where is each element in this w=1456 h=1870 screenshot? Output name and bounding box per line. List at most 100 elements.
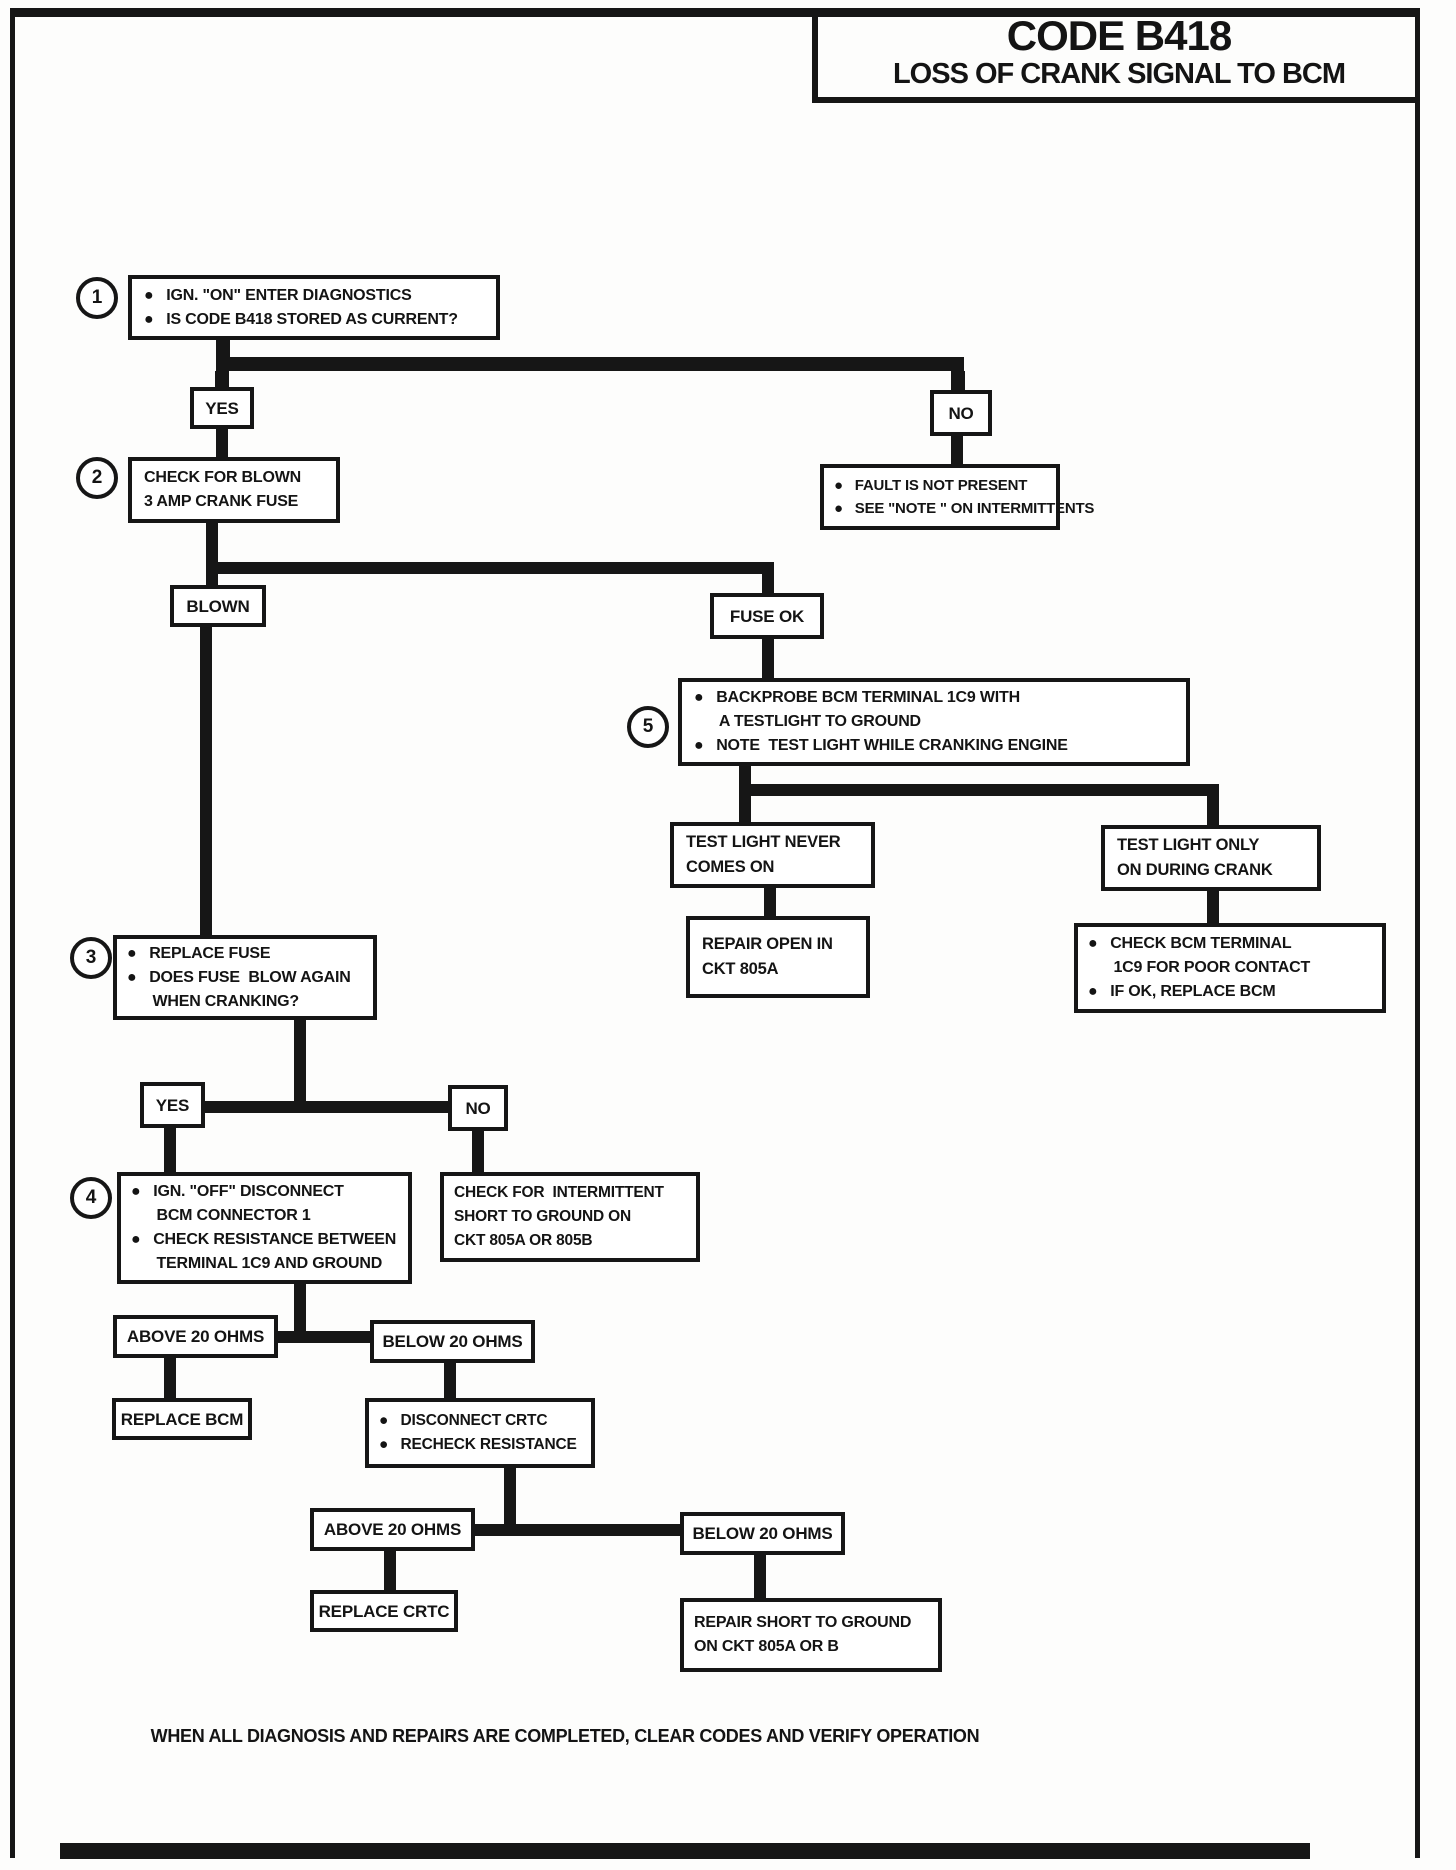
node-line: ● BACKPROBE BCM TERMINAL 1C9 WITH	[694, 689, 1020, 706]
connector	[754, 1554, 766, 1598]
node-line: ● RECHECK RESISTANCE	[379, 1436, 577, 1453]
node-fuse-ok: FUSE OK	[710, 593, 824, 639]
connector	[762, 638, 774, 678]
node-line: 3 AMP CRANK FUSE	[144, 493, 299, 510]
node-line: COMES ON	[686, 858, 775, 876]
node-label: REPLACE CRTC	[318, 1601, 450, 1621]
node-label: BELOW 20 OHMS	[382, 1332, 523, 1351]
node-line: TEST LIGHT ONLY	[1117, 836, 1260, 854]
step-number-5: 5	[627, 706, 669, 748]
step-number-label: 1	[91, 287, 103, 308]
connector	[472, 1130, 484, 1172]
node-line: TEST LIGHT NEVER	[686, 833, 841, 851]
connector	[504, 1468, 516, 1536]
footer-note: WHEN ALL DIAGNOSIS AND REPAIRS ARE COMPL…	[150, 1726, 980, 1746]
step-number-4: 4	[70, 1177, 112, 1219]
node-label: YES	[205, 398, 239, 418]
step-number-1: 1	[76, 277, 118, 319]
connector	[205, 1101, 448, 1113]
step-number-label: 5	[642, 716, 654, 737]
step-number-3: 3	[70, 937, 112, 979]
step-number-label: 2	[91, 467, 103, 488]
node-line: REPAIR OPEN IN	[702, 935, 833, 953]
connector	[216, 428, 228, 457]
page-border-bottom-bar	[60, 1843, 1310, 1859]
node-line: CKT 805A	[702, 960, 779, 978]
node-line: ● DOES FUSE BLOW AGAIN	[127, 968, 351, 986]
node-line: ● IS CODE B418 STORED AS CURRENT?	[144, 310, 458, 328]
node-above-20-ohms-2: ABOVE 20 OHMS	[310, 1508, 475, 1551]
connector	[206, 562, 774, 574]
node-line: ● CHECK BCM TERMINAL	[1088, 935, 1292, 952]
connector	[294, 1283, 306, 1343]
node-label: BLOWN	[186, 596, 250, 616]
node-line: ● REPLACE FUSE	[127, 944, 271, 962]
page-subtitle: LOSS OF CRANK SIGNAL TO BCM	[892, 58, 1346, 90]
step-number-2: 2	[76, 457, 118, 499]
node-line: ● DISCONNECT CRTC	[379, 1412, 548, 1429]
step-number-label: 4	[85, 1187, 97, 1208]
title-box: CODE B418 LOSS OF CRANK SIGNAL TO BCM	[812, 8, 1420, 103]
connector	[1207, 891, 1219, 923]
node-step3-replace-fuse: ● REPLACE FUSE ● DOES FUSE BLOW AGAIN WH…	[113, 935, 377, 1020]
connector	[206, 522, 218, 574]
node-no-2: NO	[448, 1085, 508, 1131]
connector	[951, 435, 963, 465]
page-border-top	[10, 8, 1420, 17]
node-line: BCM CONNECTOR 1	[131, 1207, 311, 1224]
node-yes-2: YES	[140, 1082, 205, 1128]
node-label: REPLACE BCM	[120, 1409, 244, 1429]
node-line: ● SEE "NOTE " ON INTERMITTENTS	[834, 500, 1095, 517]
page-border-left	[10, 8, 15, 1858]
node-line: CHECK FOR BLOWN	[144, 469, 301, 486]
node-line: TERMINAL 1C9 AND GROUND	[131, 1255, 383, 1272]
node-fault-not-present: ● FAULT IS NOT PRESENT ● SEE "NOTE " ON …	[820, 464, 1095, 530]
node-line: ON DURING CRANK	[1117, 861, 1273, 879]
node-above-20-ohms-1: ABOVE 20 OHMS	[113, 1315, 278, 1358]
node-line: ● IGN. "OFF" DISCONNECT	[131, 1183, 344, 1200]
node-check-intermittent-short: CHECK FOR INTERMITTENT SHORT TO GROUND O…	[440, 1172, 700, 1262]
connector	[739, 796, 751, 822]
connector	[951, 371, 965, 390]
node-line: ● FAULT IS NOT PRESENT	[834, 477, 1028, 494]
node-label: ABOVE 20 OHMS	[126, 1327, 265, 1346]
node-label: ABOVE 20 OHMS	[323, 1520, 462, 1539]
node-below-20-ohms-1: BELOW 20 OHMS	[370, 1320, 535, 1363]
connector	[278, 1331, 375, 1343]
node-testlight-only-crank: TEST LIGHT ONLY ON DURING CRANK	[1101, 825, 1321, 891]
connector	[739, 784, 1219, 796]
node-line: ● IF OK, REPLACE BCM	[1088, 983, 1276, 1000]
node-replace-bcm: REPLACE BCM	[112, 1398, 252, 1440]
node-repair-short-to-ground: REPAIR SHORT TO GROUND ON CKT 805A OR B	[680, 1598, 942, 1672]
connector	[384, 1550, 396, 1590]
node-label: FUSE OK	[729, 606, 805, 626]
step-number-label: 3	[85, 947, 97, 968]
connector	[444, 1362, 456, 1398]
page-border-right	[1415, 8, 1420, 1858]
node-step5-backprobe: ● BACKPROBE BCM TERMINAL 1C9 WITH A TEST…	[678, 678, 1190, 766]
node-line: CKT 805A OR 805B	[454, 1232, 593, 1249]
connector	[164, 1358, 176, 1398]
node-testlight-never: TEST LIGHT NEVER COMES ON	[670, 822, 875, 888]
node-line: SHORT TO GROUND ON	[454, 1208, 631, 1225]
node-line: CHECK FOR INTERMITTENT	[454, 1184, 664, 1201]
node-step2-check-fuse: CHECK FOR BLOWN 3 AMP CRANK FUSE	[128, 457, 340, 523]
page-title: CODE B418	[1006, 12, 1232, 59]
node-below-20-ohms-2: BELOW 20 OHMS	[680, 1512, 845, 1555]
node-replace-crtc: REPLACE CRTC	[310, 1590, 458, 1632]
connector	[762, 562, 774, 593]
connector	[206, 574, 218, 585]
node-line: ● CHECK RESISTANCE BETWEEN	[131, 1231, 397, 1248]
connector	[216, 357, 964, 371]
node-line: ● NOTE TEST LIGHT WHILE CRANKING ENGINE	[694, 737, 1068, 754]
connector	[294, 1020, 306, 1113]
node-line: REPAIR SHORT TO GROUND	[694, 1614, 912, 1631]
connector	[215, 371, 229, 387]
connector	[764, 888, 776, 916]
node-step4-check-resistance: ● IGN. "OFF" DISCONNECT BCM CONNECTOR 1 …	[117, 1172, 412, 1284]
connector	[200, 627, 212, 935]
node-label: BELOW 20 OHMS	[692, 1524, 833, 1543]
connector	[475, 1524, 685, 1536]
node-line: WHEN CRANKING?	[127, 992, 299, 1010]
